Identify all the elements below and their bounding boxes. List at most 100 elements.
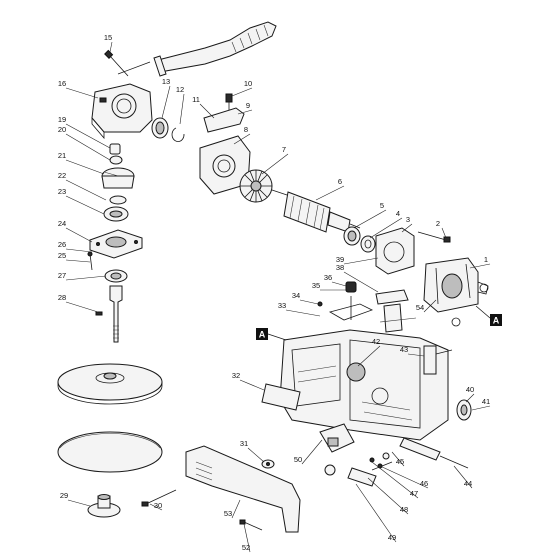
part-number-23: 23 <box>58 187 66 196</box>
bearing-13 <box>151 117 169 139</box>
leader-line-9 <box>237 109 253 115</box>
leader-line-12 <box>179 93 185 125</box>
part-number-12: 12 <box>176 85 184 94</box>
fan <box>239 169 273 203</box>
part-number-52: 52 <box>242 543 250 552</box>
part-number-8: 8 <box>244 125 248 134</box>
part-number-10: 10 <box>244 79 252 88</box>
part-number-15: 15 <box>104 33 112 42</box>
part-number-5: 5 <box>380 201 384 210</box>
leader-line-27 <box>65 275 107 281</box>
part-number-29: 29 <box>60 491 68 500</box>
leader-line-5 <box>353 209 387 229</box>
leader-line-15 <box>109 41 113 53</box>
bearing-retainer <box>89 229 143 259</box>
leader-line-29 <box>67 499 91 507</box>
leader-line-41 <box>471 405 491 411</box>
part-number-2: 2 <box>436 219 440 228</box>
leader-line-36 <box>331 281 347 287</box>
part-number-42: 42 <box>372 337 380 346</box>
part-number-40: 40 <box>466 385 474 394</box>
cord-guard <box>399 437 469 469</box>
part-number-49: 49 <box>388 533 396 542</box>
bearing-27 <box>104 269 128 283</box>
part-number-48: 48 <box>400 505 408 514</box>
part-number-46: 46 <box>420 479 428 488</box>
part-number-9: 9 <box>246 101 250 110</box>
lock-nut <box>87 494 121 518</box>
leader-line-1 <box>469 263 491 269</box>
retaining-ring-12 <box>171 127 185 142</box>
part-number-13: 13 <box>162 77 170 86</box>
leader-line-26 <box>65 248 93 253</box>
leader-line-13 <box>161 85 171 119</box>
side-handle <box>117 21 277 77</box>
part-number-20: 20 <box>58 125 66 134</box>
ref-marker-left: A <box>256 328 287 341</box>
leader-line-44 <box>453 465 473 489</box>
handle-cover <box>185 445 301 533</box>
part-number-32: 32 <box>232 371 240 380</box>
ref-marker-right: A <box>475 305 502 326</box>
part-number-44: 44 <box>464 479 472 488</box>
screw-25 <box>87 251 93 271</box>
part-number-54: 54 <box>416 303 424 312</box>
leader-line-11 <box>199 103 215 119</box>
leader-line-31 <box>247 447 265 463</box>
ring-4 <box>360 235 376 253</box>
leader-line-4 <box>369 217 403 239</box>
bearing-box <box>199 135 251 195</box>
leader-line-30 <box>149 503 163 511</box>
leader-line-23 <box>65 195 105 215</box>
pin-wrench <box>141 489 177 507</box>
part-number-43: 43 <box>400 345 408 354</box>
part-number-27: 27 <box>58 271 66 280</box>
leader-line-22 <box>65 179 107 201</box>
part-number-24: 24 <box>58 219 66 228</box>
callout-numbers: 1234567891011121315161920212223242526272… <box>58 33 490 552</box>
leader-line-20 <box>65 133 111 161</box>
leader-line-25 <box>65 259 91 263</box>
leader-line-45 <box>391 451 405 467</box>
leader-line-6 <box>315 185 345 201</box>
leader-line-49 <box>355 483 397 543</box>
switch <box>319 423 355 453</box>
capacitor <box>347 461 393 487</box>
part-number-31: 31 <box>240 439 248 448</box>
part-number-53: 53 <box>224 509 232 518</box>
callout-leaders <box>65 41 491 553</box>
part-number-21: 21 <box>58 151 66 160</box>
leader-line-33 <box>285 309 321 317</box>
leader-line-10 <box>231 87 253 97</box>
field <box>423 257 489 327</box>
baffle-plate <box>375 227 415 275</box>
part-number-33: 33 <box>278 301 286 310</box>
leader-line-8 <box>233 133 251 145</box>
leader-line-43 <box>407 353 425 357</box>
part-number-47: 47 <box>410 489 418 498</box>
pinion-stack <box>101 143 135 222</box>
part-number-36: 36 <box>324 273 332 282</box>
part-number-6: 6 <box>338 177 342 186</box>
leader-line-34 <box>299 299 319 305</box>
part-number-22: 22 <box>58 171 66 180</box>
leader-line-42 <box>357 345 381 367</box>
part-number-30: 30 <box>154 501 162 510</box>
leader-line-7 <box>261 153 289 175</box>
ref-marker-left-label: A <box>259 330 266 340</box>
leader-line-53 <box>231 499 241 519</box>
part-number-39: 39 <box>336 255 344 264</box>
part-number-19: 19 <box>58 115 66 124</box>
leader-line-19 <box>65 123 111 149</box>
part-number-16: 16 <box>58 79 66 88</box>
part-number-3: 3 <box>406 215 410 224</box>
part-number-35: 35 <box>312 281 320 290</box>
bearing-5 <box>343 226 361 246</box>
part-number-38: 38 <box>336 263 344 272</box>
shaft-lock <box>203 93 245 133</box>
part-number-26: 26 <box>58 240 66 249</box>
part-number-28: 28 <box>58 293 66 302</box>
part-number-1: 1 <box>484 255 488 264</box>
leader-line-2 <box>441 227 447 239</box>
